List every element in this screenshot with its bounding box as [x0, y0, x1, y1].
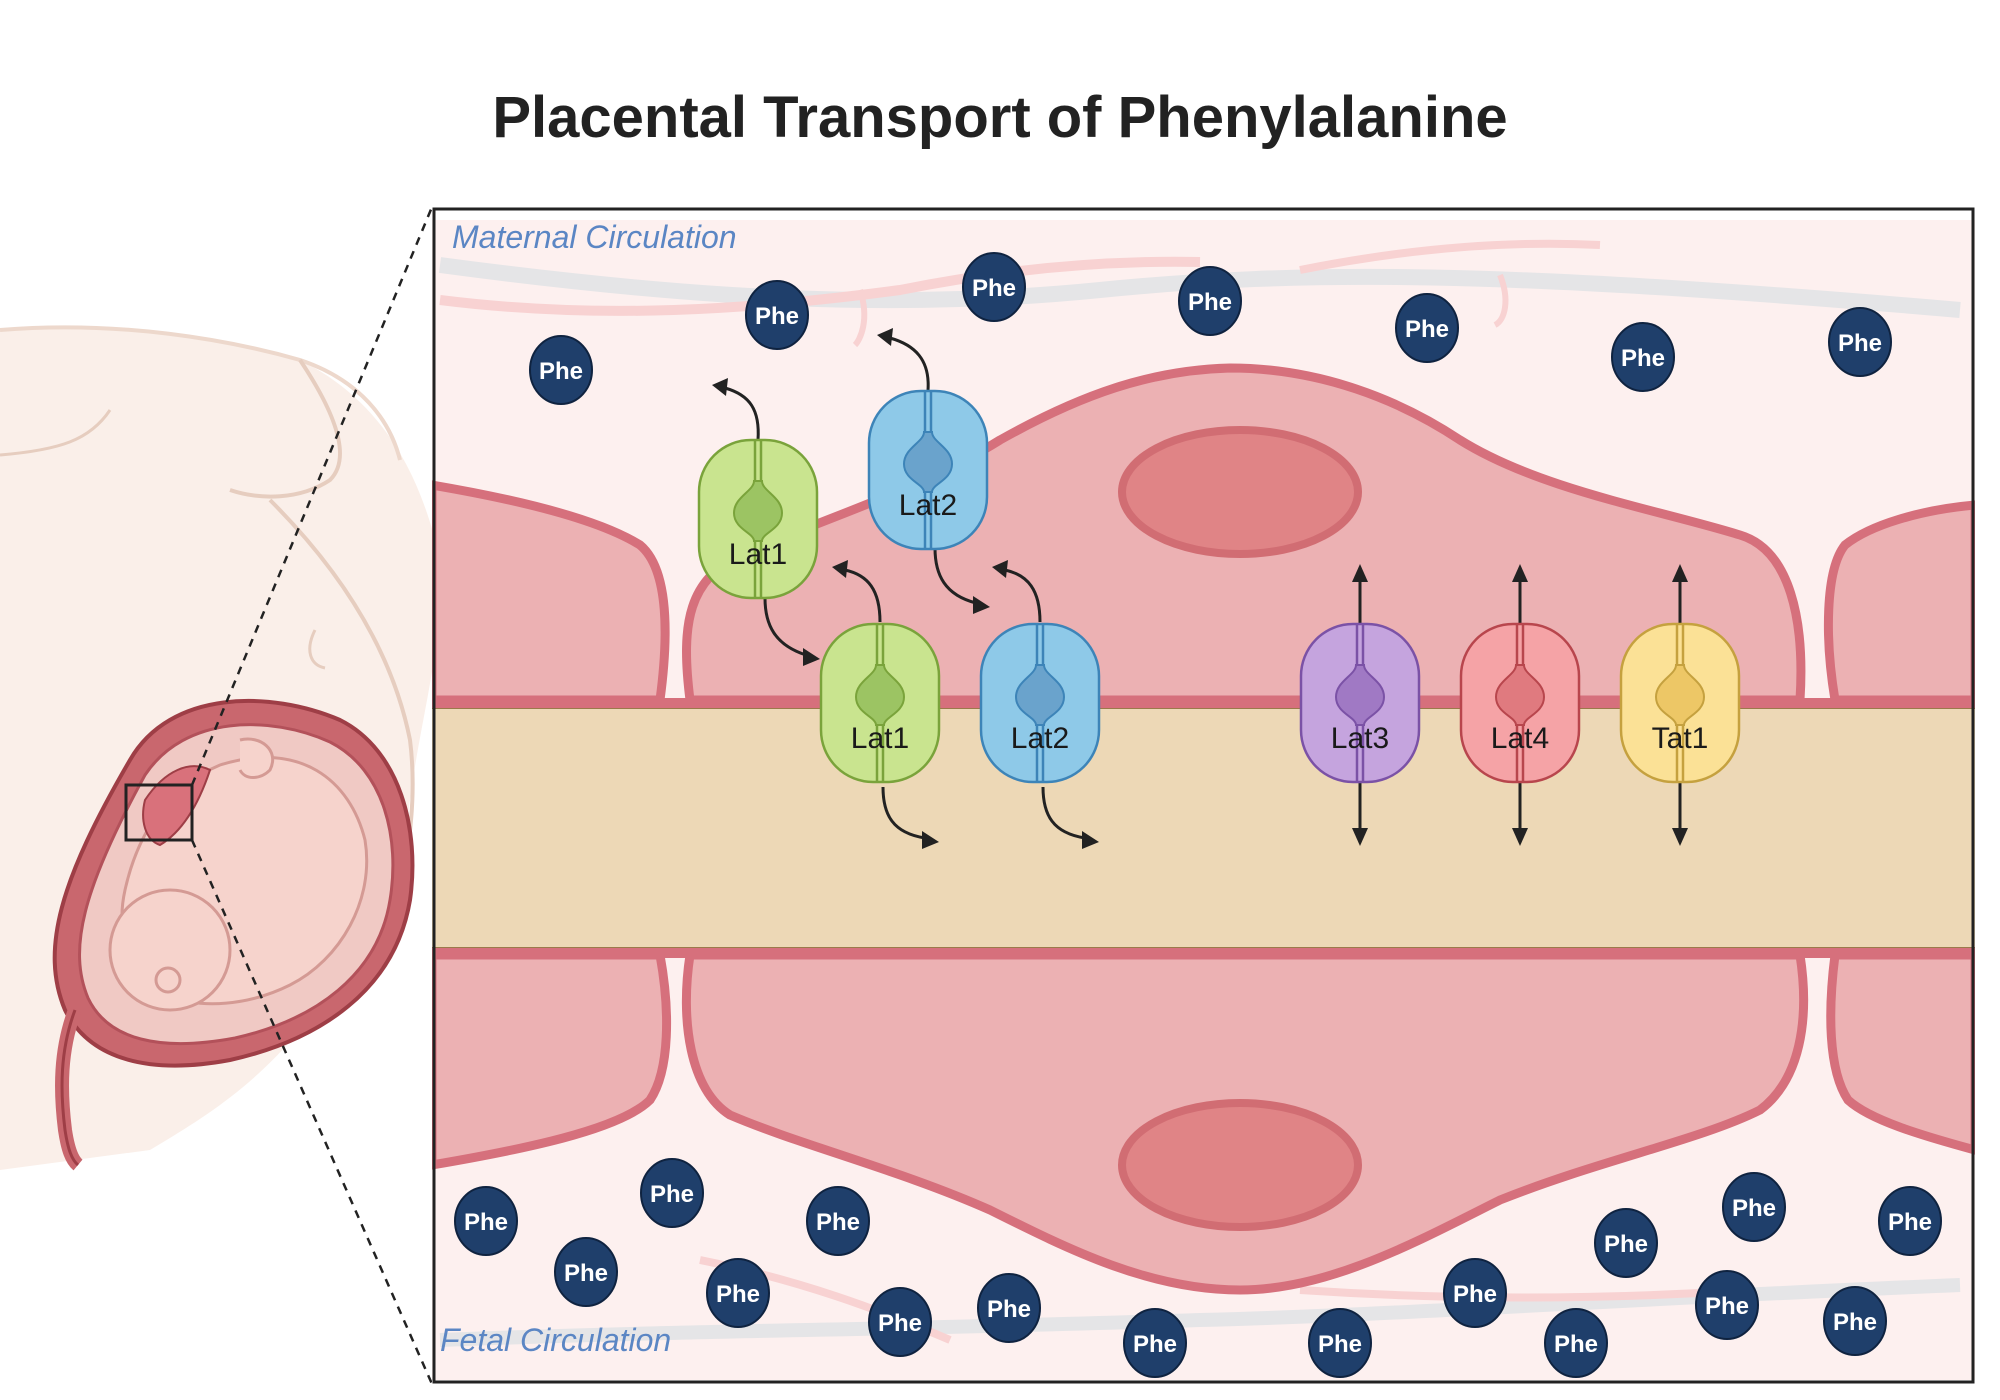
transporter-lat3: Lat3: [1299, 622, 1421, 784]
phe-molecules: PhePhePhePhePhePhePhePhePhePhePhePhePheP…: [454, 252, 1942, 1378]
phe-molecule: Phe: [1443, 1258, 1507, 1328]
transporter-lat2: Lat2: [979, 622, 1101, 784]
phe-label: Phe: [972, 275, 1016, 302]
fetal-circulation-label: Fetal Circulation: [440, 1322, 671, 1358]
transporter-tat1: Tat1: [1619, 622, 1741, 784]
phe-molecule: Phe: [962, 252, 1026, 322]
phe-label: Phe: [1318, 1331, 1362, 1358]
phe-molecule: Phe: [1308, 1308, 1372, 1378]
phe-molecule: Phe: [1823, 1286, 1887, 1356]
phe-molecule: Phe: [977, 1273, 1041, 1343]
phe-label: Phe: [1888, 1209, 1932, 1236]
transporter-label: Lat2: [899, 489, 957, 522]
phe-molecule: Phe: [806, 1186, 870, 1256]
upper-right-cell: [1823, 500, 1975, 705]
phe-label: Phe: [650, 1181, 694, 1208]
upper-left-cell: [432, 480, 670, 705]
phe-molecule: Phe: [640, 1158, 704, 1228]
transporter-lat1: Lat1: [697, 438, 819, 600]
phe-molecule: Phe: [706, 1258, 770, 1328]
page-title: Placental Transport of Phenylalanine: [492, 85, 1508, 150]
zoom-line-bottom: [190, 839, 434, 1385]
upper-nucleus: [1118, 426, 1362, 558]
transporter-lat2: Lat2: [867, 389, 989, 551]
phe-label: Phe: [716, 1281, 760, 1308]
phe-label: Phe: [1405, 316, 1449, 343]
phe-label: Phe: [464, 1209, 508, 1236]
transporter-label: Tat1: [1652, 722, 1709, 755]
lower-nucleus: [1118, 1099, 1362, 1231]
phe-molecule: Phe: [1544, 1308, 1608, 1378]
phe-label: Phe: [1833, 1309, 1877, 1336]
placenta-panel: Maternal Circulation Fetal Circulation: [432, 207, 1975, 1384]
phe-label: Phe: [1554, 1331, 1598, 1358]
phe-molecule: Phe: [1594, 1208, 1658, 1278]
phe-molecule: Phe: [529, 335, 593, 405]
panel-border: [432, 207, 1975, 1384]
lower-left-cell: [432, 950, 672, 1170]
phe-label: Phe: [987, 1296, 1031, 1323]
maternal-circulation-label: Maternal Circulation: [452, 219, 737, 255]
phe-label: Phe: [1732, 1195, 1776, 1222]
phe-label: Phe: [878, 1310, 922, 1337]
phe-label: Phe: [1621, 345, 1665, 372]
transporter-label: Lat1: [851, 722, 909, 755]
phe-molecule: Phe: [868, 1287, 932, 1357]
phe-label: Phe: [564, 1260, 608, 1287]
phe-molecule: Phe: [1722, 1172, 1786, 1242]
phe-molecule: Phe: [1828, 307, 1892, 377]
phe-molecule: Phe: [1878, 1186, 1942, 1256]
phe-label: Phe: [1133, 1331, 1177, 1358]
phe-label: Phe: [755, 303, 799, 330]
transporter-label: Lat2: [1011, 722, 1069, 755]
zoom-box: [124, 783, 194, 842]
phe-molecule: Phe: [1611, 322, 1675, 392]
transporter-lat4: Lat4: [1459, 622, 1581, 784]
transporter-label: Lat4: [1491, 722, 1549, 755]
phe-molecule: Phe: [1695, 1270, 1759, 1340]
transporter-label: Lat1: [729, 538, 787, 571]
stroma-band: [432, 708, 1975, 948]
phe-label: Phe: [539, 358, 583, 385]
pregnancy-illustration: [0, 206, 441, 1385]
phe-molecule: Phe: [1178, 266, 1242, 336]
phe-label: Phe: [1838, 330, 1882, 357]
phe-label: Phe: [1604, 1231, 1648, 1258]
phe-label: Phe: [816, 1209, 860, 1236]
phe-molecule: Phe: [1123, 1308, 1187, 1378]
transporter-label: Lat3: [1331, 722, 1389, 755]
phe-label: Phe: [1453, 1281, 1497, 1308]
phe-molecule: Phe: [454, 1186, 518, 1256]
phe-molecule: Phe: [554, 1237, 618, 1307]
phe-label: Phe: [1188, 289, 1232, 316]
phe-molecule: Phe: [745, 280, 809, 350]
transporter-lat1: Lat1: [819, 622, 941, 784]
phe-label: Phe: [1705, 1293, 1749, 1320]
lower-right-cell: [1826, 950, 1975, 1155]
arrow-heads: [712, 328, 1688, 849]
phe-molecule: Phe: [1395, 293, 1459, 363]
